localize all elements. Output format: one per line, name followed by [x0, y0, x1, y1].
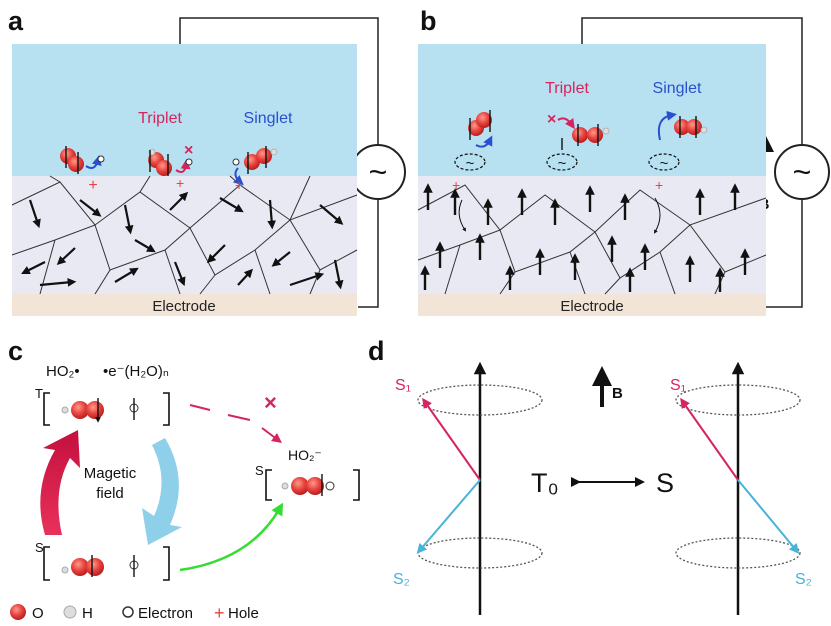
electrode-layer — [12, 294, 357, 316]
molecule-left-b: ~ + — [452, 110, 493, 232]
electrode-layer-b — [418, 294, 766, 316]
svg-text:+: + — [655, 177, 663, 193]
s1-label-right: S₁ — [670, 377, 686, 394]
left-spin-cone — [416, 361, 543, 615]
electrode-label: Electrode — [152, 298, 215, 315]
triplet-state-label: T — [35, 386, 43, 401]
species-ho2: HO₂• — [46, 363, 80, 380]
svg-text:~: ~ — [660, 155, 669, 172]
molecule-triplet-b: × ~ — [546, 111, 610, 172]
svg-text:+: + — [88, 177, 97, 194]
svg-text:×: × — [184, 142, 193, 159]
panel-d: d S₁ S₂ S₁ S₂ B T₀ S — [368, 336, 812, 615]
species-solvated-electron: •e⁻(H₂O)ₙ — [103, 363, 169, 380]
ac-symbol: ~ — [369, 154, 388, 190]
field-label-d: B — [612, 385, 623, 402]
panel-b: b ~ B Electrode — [417, 6, 830, 316]
recombination-arrow — [179, 502, 284, 572]
product-molecule — [281, 474, 335, 496]
circuit-wire-top — [179, 17, 379, 145]
right-spin-cone — [675, 361, 801, 615]
panel-label-c: c — [8, 336, 23, 366]
svg-text:~: ~ — [558, 155, 567, 172]
random-spin-arrows — [21, 191, 344, 290]
circuit-wire-bottom — [358, 200, 379, 308]
singlet-label-b: Singlet — [653, 80, 702, 97]
molecule-singlet-b: ~ + — [648, 110, 708, 234]
product-state-label: S — [255, 463, 264, 478]
s1-label-left: S₁ — [395, 377, 411, 394]
s2-label-right: S₂ — [795, 571, 812, 588]
svg-text:+: + — [235, 177, 243, 193]
molecule-singlet-a: + — [232, 146, 278, 193]
magnetic-field-line2: field — [96, 485, 124, 502]
legend-hydrogen: H — [82, 605, 93, 622]
legend-oxygen: O — [32, 605, 44, 622]
panel-a: a ~ Electrode — [8, 6, 406, 316]
legend-hydrogen-icon — [63, 605, 77, 619]
svg-text:×: × — [547, 111, 556, 128]
panel-label-b: b — [420, 6, 437, 36]
singlet-conversion-arrow — [142, 438, 182, 545]
singlet-label-a: Singlet — [244, 110, 293, 127]
triplet-label-a: Triplet — [138, 110, 182, 127]
forbidden-cross-icon: × — [264, 390, 277, 415]
svg-text:~: ~ — [466, 155, 475, 172]
product-label: HO₂⁻ — [288, 447, 322, 463]
svg-text:+: + — [176, 175, 184, 191]
triplet-pair-molecules — [61, 398, 139, 423]
molecule-triplet-a: × + — [148, 142, 193, 191]
electrode-label-b: Electrode — [560, 298, 623, 315]
grain-boundaries — [11, 175, 358, 295]
electrolyte-region-b — [418, 44, 766, 176]
legend-hole-icon: + — [214, 603, 225, 623]
singlet-state-label: S — [35, 540, 44, 555]
legend-hole: Hole — [228, 605, 259, 622]
t0-label: T₀ — [531, 468, 559, 498]
molecule-left-a: + — [60, 146, 105, 194]
triplet-label-b: Triplet — [545, 80, 589, 97]
ac-source-icon-b — [774, 144, 830, 200]
s-label: S — [656, 468, 674, 498]
legend-electron: Electron — [138, 605, 193, 622]
singlet-pair-molecules — [61, 555, 139, 577]
legend-electron-icon — [122, 606, 134, 618]
grain-boundaries-b — [417, 184, 767, 295]
s2-label-left: S₂ — [393, 571, 410, 588]
triplet-conversion-arrow — [40, 430, 80, 535]
legend: O H Electron + Hole — [10, 603, 259, 623]
panel-label-a: a — [8, 6, 24, 36]
svg-text:+: + — [452, 177, 460, 193]
aligned-spin-arrows — [420, 183, 750, 292]
ac-symbol-b: ~ — [793, 154, 812, 190]
magnetic-field-line1: Magetic — [84, 465, 137, 482]
circuit-wire-bottom-b — [766, 200, 803, 308]
legend-oxygen-icon — [10, 604, 26, 620]
grain-layer — [12, 176, 357, 294]
circuit-wire-top-b — [581, 17, 803, 145]
panel-c: c HO₂• •e⁻(H₂O)ₙ T × HO₂⁻ S — [8, 336, 360, 623]
panel-label-d: d — [368, 336, 385, 366]
